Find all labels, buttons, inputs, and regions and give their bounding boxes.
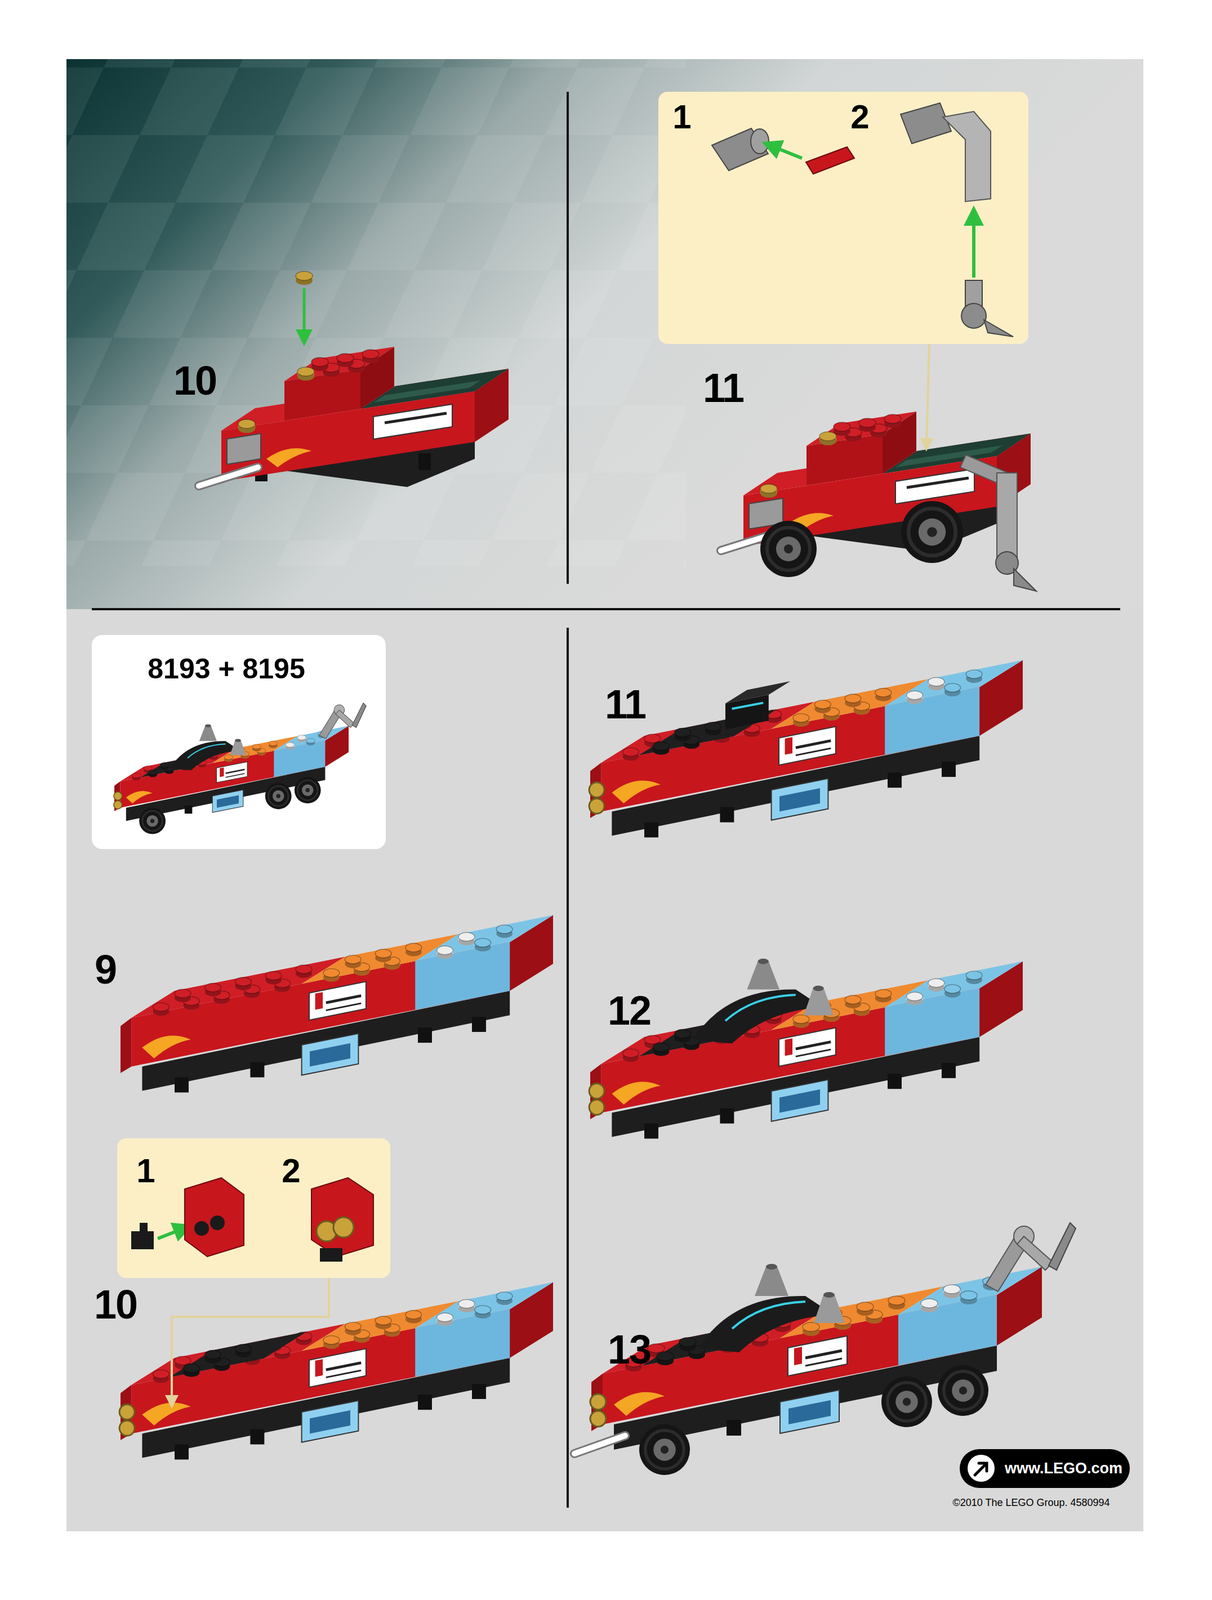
callout-number: 2 xyxy=(850,100,870,135)
step-number: 10 xyxy=(173,360,217,401)
website-button: www.LEGO.com xyxy=(959,1449,1130,1489)
step-number: 11 xyxy=(604,684,646,725)
step-number: 13 xyxy=(607,1329,651,1371)
step-number: 12 xyxy=(607,990,651,1032)
callout-number: 1 xyxy=(136,1154,155,1189)
website-link: www.LEGO.com xyxy=(1004,1461,1123,1477)
callout-parts xyxy=(658,91,1029,345)
step-number: 11 xyxy=(702,367,744,409)
callout-box: 12 xyxy=(658,91,1029,345)
callout-number: 1 xyxy=(672,100,692,135)
step-number: 10 xyxy=(94,1284,137,1326)
copyright-note: ©2010 The LEGO Group. 4580994 xyxy=(952,1498,1110,1509)
callout-box: 12 xyxy=(117,1138,391,1279)
callout-number: 2 xyxy=(281,1154,301,1189)
set-numbers: 8193 + 8195 xyxy=(147,654,305,684)
step-number: 9 xyxy=(94,949,117,991)
set-combo-box: 8193 + 8195 xyxy=(91,635,386,850)
callout-parts xyxy=(117,1138,391,1279)
